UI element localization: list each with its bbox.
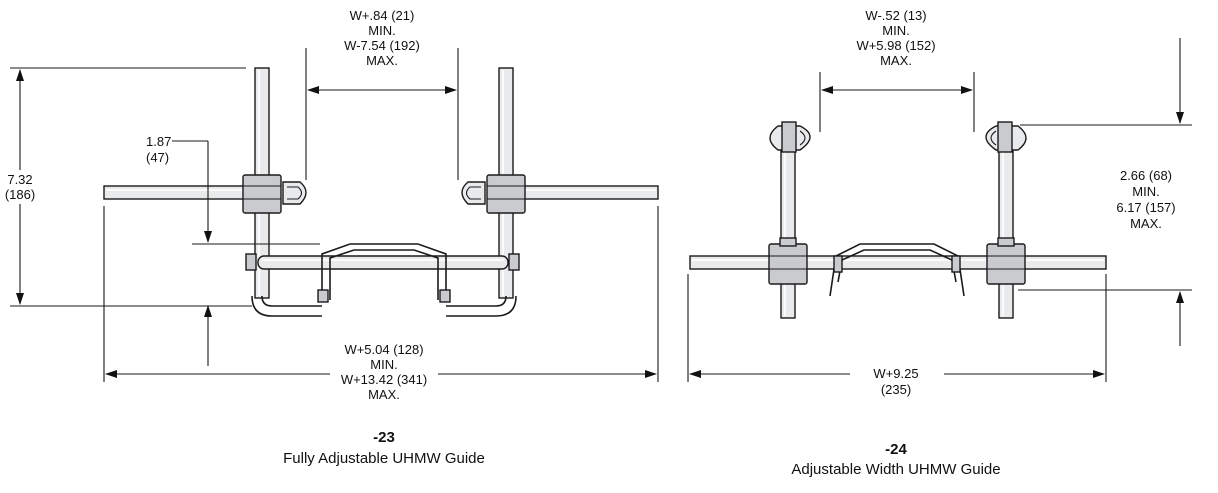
right-guide-shoe-24 bbox=[985, 121, 1027, 153]
top-dim-24-line-1: W-.52 (13) bbox=[865, 8, 926, 23]
height-label-line-1: 7.32 bbox=[7, 172, 32, 187]
left-guide-shoe-24 bbox=[769, 121, 811, 153]
top-dim-24-line-3: W+5.98 (152) bbox=[856, 38, 935, 53]
height-label-bg bbox=[2, 170, 40, 204]
conveyor-bracket bbox=[321, 243, 447, 300]
conveyor-bracket-inner bbox=[329, 249, 439, 300]
right-rod-collar bbox=[508, 253, 520, 271]
offset-label-line-2: (47) bbox=[146, 150, 169, 165]
left-clamp-block-24 bbox=[768, 237, 808, 285]
left-horizontal-rail bbox=[103, 185, 255, 200]
width-label-line-1: W+5.04 (128) bbox=[344, 342, 423, 357]
right-clamp-block bbox=[486, 174, 526, 214]
height-24-line-2: MIN. bbox=[1132, 184, 1159, 199]
right-j-arm bbox=[446, 295, 507, 307]
caption-23-title: Fully Adjustable UHMW Guide bbox=[283, 450, 485, 467]
width-24-line-2: (235) bbox=[881, 382, 911, 397]
caption-23-number: -23 bbox=[373, 429, 395, 446]
top-dim-line-3: W-7.54 (192) bbox=[344, 38, 420, 53]
right-horizontal-rail bbox=[515, 185, 659, 200]
width-24-line-1: W+9.25 bbox=[873, 366, 918, 381]
caption-24-title: Adjustable Width UHMW Guide bbox=[791, 461, 1000, 478]
left-guide-shoe bbox=[282, 181, 307, 205]
conveyor-bracket-24 bbox=[829, 243, 965, 297]
offset-label-line-1: 1.87 bbox=[146, 134, 171, 149]
height-24-line-1: 2.66 (68) bbox=[1120, 168, 1172, 183]
right-clamp-block-24 bbox=[986, 237, 1026, 285]
top-dim-line-4: MAX. bbox=[366, 53, 398, 68]
left-vertical-post-24 bbox=[780, 149, 796, 319]
top-dim-line-2: MIN. bbox=[368, 23, 395, 38]
height-24-line-4: MAX. bbox=[1130, 216, 1162, 231]
left-j-arm-outer bbox=[251, 295, 322, 317]
left-clamp-block bbox=[242, 174, 282, 214]
left-rod-collar bbox=[245, 253, 257, 271]
width-label-line-4: MAX. bbox=[368, 387, 400, 402]
diagram-24-adjustable-width-guide: W-.52 (13) MIN. W+5.98 (152) MAX. 2.66 (… bbox=[687, 8, 1192, 478]
width-label-line-3: W+13.42 (341) bbox=[341, 372, 427, 387]
right-bracket-nut-24 bbox=[951, 255, 961, 273]
left-bracket-nut bbox=[317, 289, 329, 303]
diagram-23-fully-adjustable-guide: W+.84 (21) MIN. W-7.54 (192) MAX. 7.32 (… bbox=[2, 8, 659, 467]
caption-24-number: -24 bbox=[885, 441, 907, 458]
right-vertical-post-24 bbox=[998, 149, 1014, 319]
top-dim-24-line-4: MAX. bbox=[880, 53, 912, 68]
height-24-line-3: 6.17 (157) bbox=[1116, 200, 1175, 215]
right-bracket-nut bbox=[439, 289, 451, 303]
width-label-line-2: MIN. bbox=[370, 357, 397, 372]
left-bracket-nut-24 bbox=[833, 255, 843, 273]
top-dim-line-1: W+.84 (21) bbox=[350, 8, 415, 23]
lower-cross-rod bbox=[257, 255, 509, 270]
right-guide-shoe bbox=[461, 181, 486, 205]
main-horizontal-rail bbox=[689, 255, 1107, 270]
right-j-arm-outer bbox=[446, 295, 517, 317]
height-label-line-2: (186) bbox=[5, 187, 35, 202]
top-dim-24-line-2: MIN. bbox=[882, 23, 909, 38]
left-j-arm bbox=[261, 295, 322, 307]
